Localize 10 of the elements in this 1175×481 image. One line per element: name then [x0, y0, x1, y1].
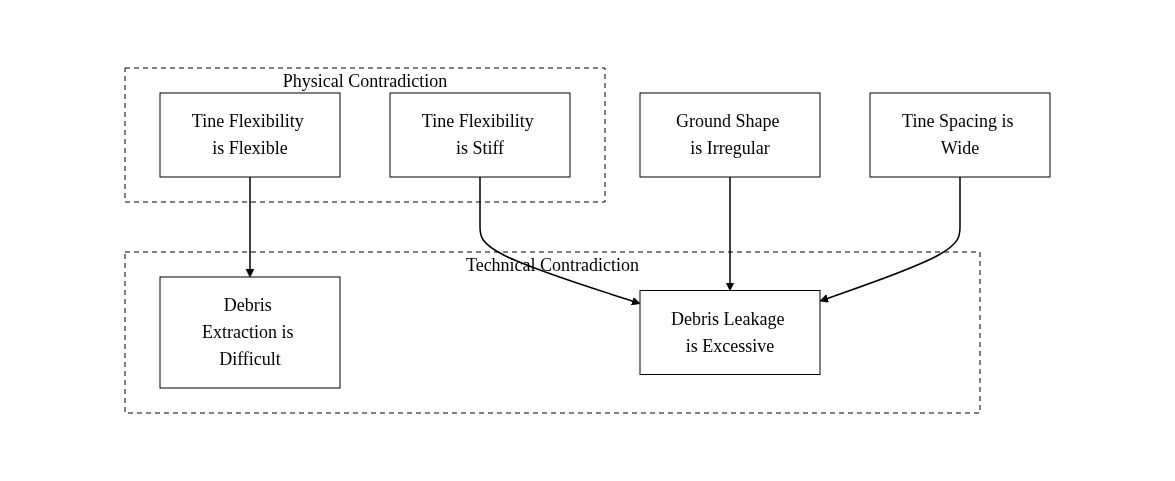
node-box: Tine Flexibility is Stiff — [389, 92, 571, 178]
arrow — [479, 176, 641, 306]
arrow — [819, 176, 961, 303]
arrow — [245, 176, 255, 278]
arrow — [725, 176, 735, 291]
node-box: Debris Extraction is Difficult — [159, 276, 341, 389]
node-box: Debris Leakage is Excessive — [639, 290, 821, 375]
node-box: Tine Flexibility is Flexible — [159, 92, 341, 178]
node-box: Tine Spacing is Wide — [869, 92, 1051, 178]
node-box: Ground Shape is Irregular — [639, 92, 821, 178]
